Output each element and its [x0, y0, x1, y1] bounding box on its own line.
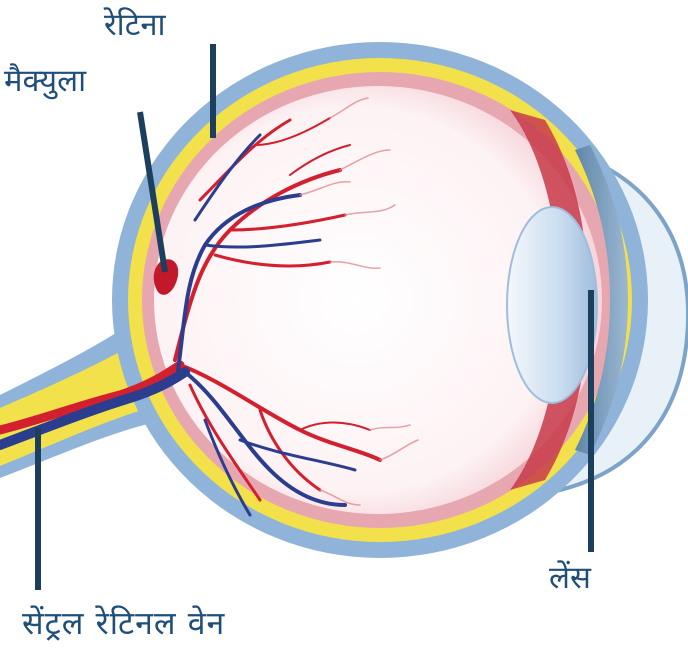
lens-label: लेंस	[549, 563, 591, 594]
lens	[507, 207, 597, 403]
retina-label: रेटिना	[104, 10, 166, 41]
central-retinal-vein-label: सेंट्रल रेटिनल वेन	[22, 607, 225, 639]
macula-label: मैक्युला	[4, 66, 86, 97]
